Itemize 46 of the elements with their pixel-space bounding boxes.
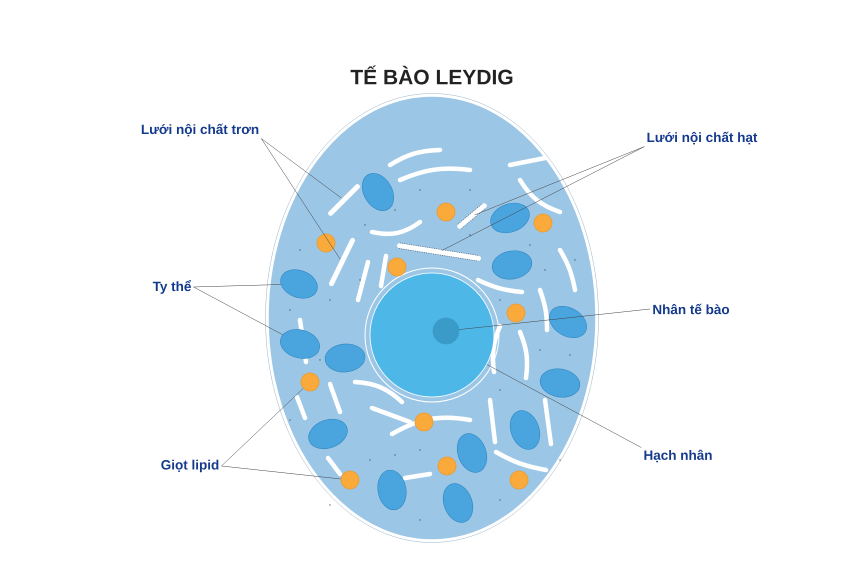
part-label: Giọt lipid: [161, 460, 218, 472]
mitochondrion: [362, 173, 394, 211]
lipid-droplet: [438, 456, 456, 476]
part-label: Lưới nội chất trơn: [142, 124, 258, 136]
leader-line: [474, 146, 645, 216]
lipid-droplet: [300, 372, 320, 392]
leader-line: [261, 138, 342, 198]
lipid-droplet: [534, 214, 552, 232]
title: TẾ BÀO LEYDIG: [350, 65, 512, 84]
leader-line: [441, 146, 645, 251]
mitochondrion: [492, 250, 532, 280]
mitochondrion: [324, 344, 366, 372]
lipid-droplet: [506, 304, 526, 322]
nucleolus: [432, 318, 460, 344]
lipid-droplet: [340, 470, 360, 490]
leader-line: [221, 466, 341, 480]
part-label: Ty thể: [152, 280, 192, 294]
mitochondrion: [280, 269, 318, 299]
leader-line: [193, 286, 283, 335]
mitochondrion: [510, 410, 540, 450]
part-label: Hạch nhân: [644, 450, 712, 462]
lipid-droplet: [436, 202, 456, 222]
mitochondrion: [280, 329, 320, 359]
mitochondrion: [377, 470, 407, 510]
lipid-droplet: [316, 234, 336, 252]
er-tube: [328, 184, 360, 216]
leader-line: [486, 364, 642, 448]
leader-line: [261, 138, 340, 260]
part-label: Nhân tế bào: [653, 304, 730, 314]
rough-er-tube: [457, 203, 487, 229]
lipid-droplet: [510, 470, 528, 490]
mitochondrion: [308, 418, 348, 450]
mitochondrion: [549, 306, 587, 338]
nucleus: [370, 272, 494, 398]
mitochondrion: [456, 433, 488, 473]
leader-line: [221, 388, 304, 466]
mitochondrion: [540, 368, 580, 398]
rough-er-tube: [397, 242, 481, 262]
mitochondrion: [490, 202, 530, 234]
leader-line: [459, 308, 650, 330]
lipid-droplet: [388, 258, 406, 276]
mitochondrion: [442, 483, 474, 523]
part-label: Lưới nội chất hạt: [647, 132, 758, 144]
er-tube: [329, 238, 355, 286]
lipid-droplet: [414, 412, 434, 432]
leader-line: [193, 284, 282, 288]
